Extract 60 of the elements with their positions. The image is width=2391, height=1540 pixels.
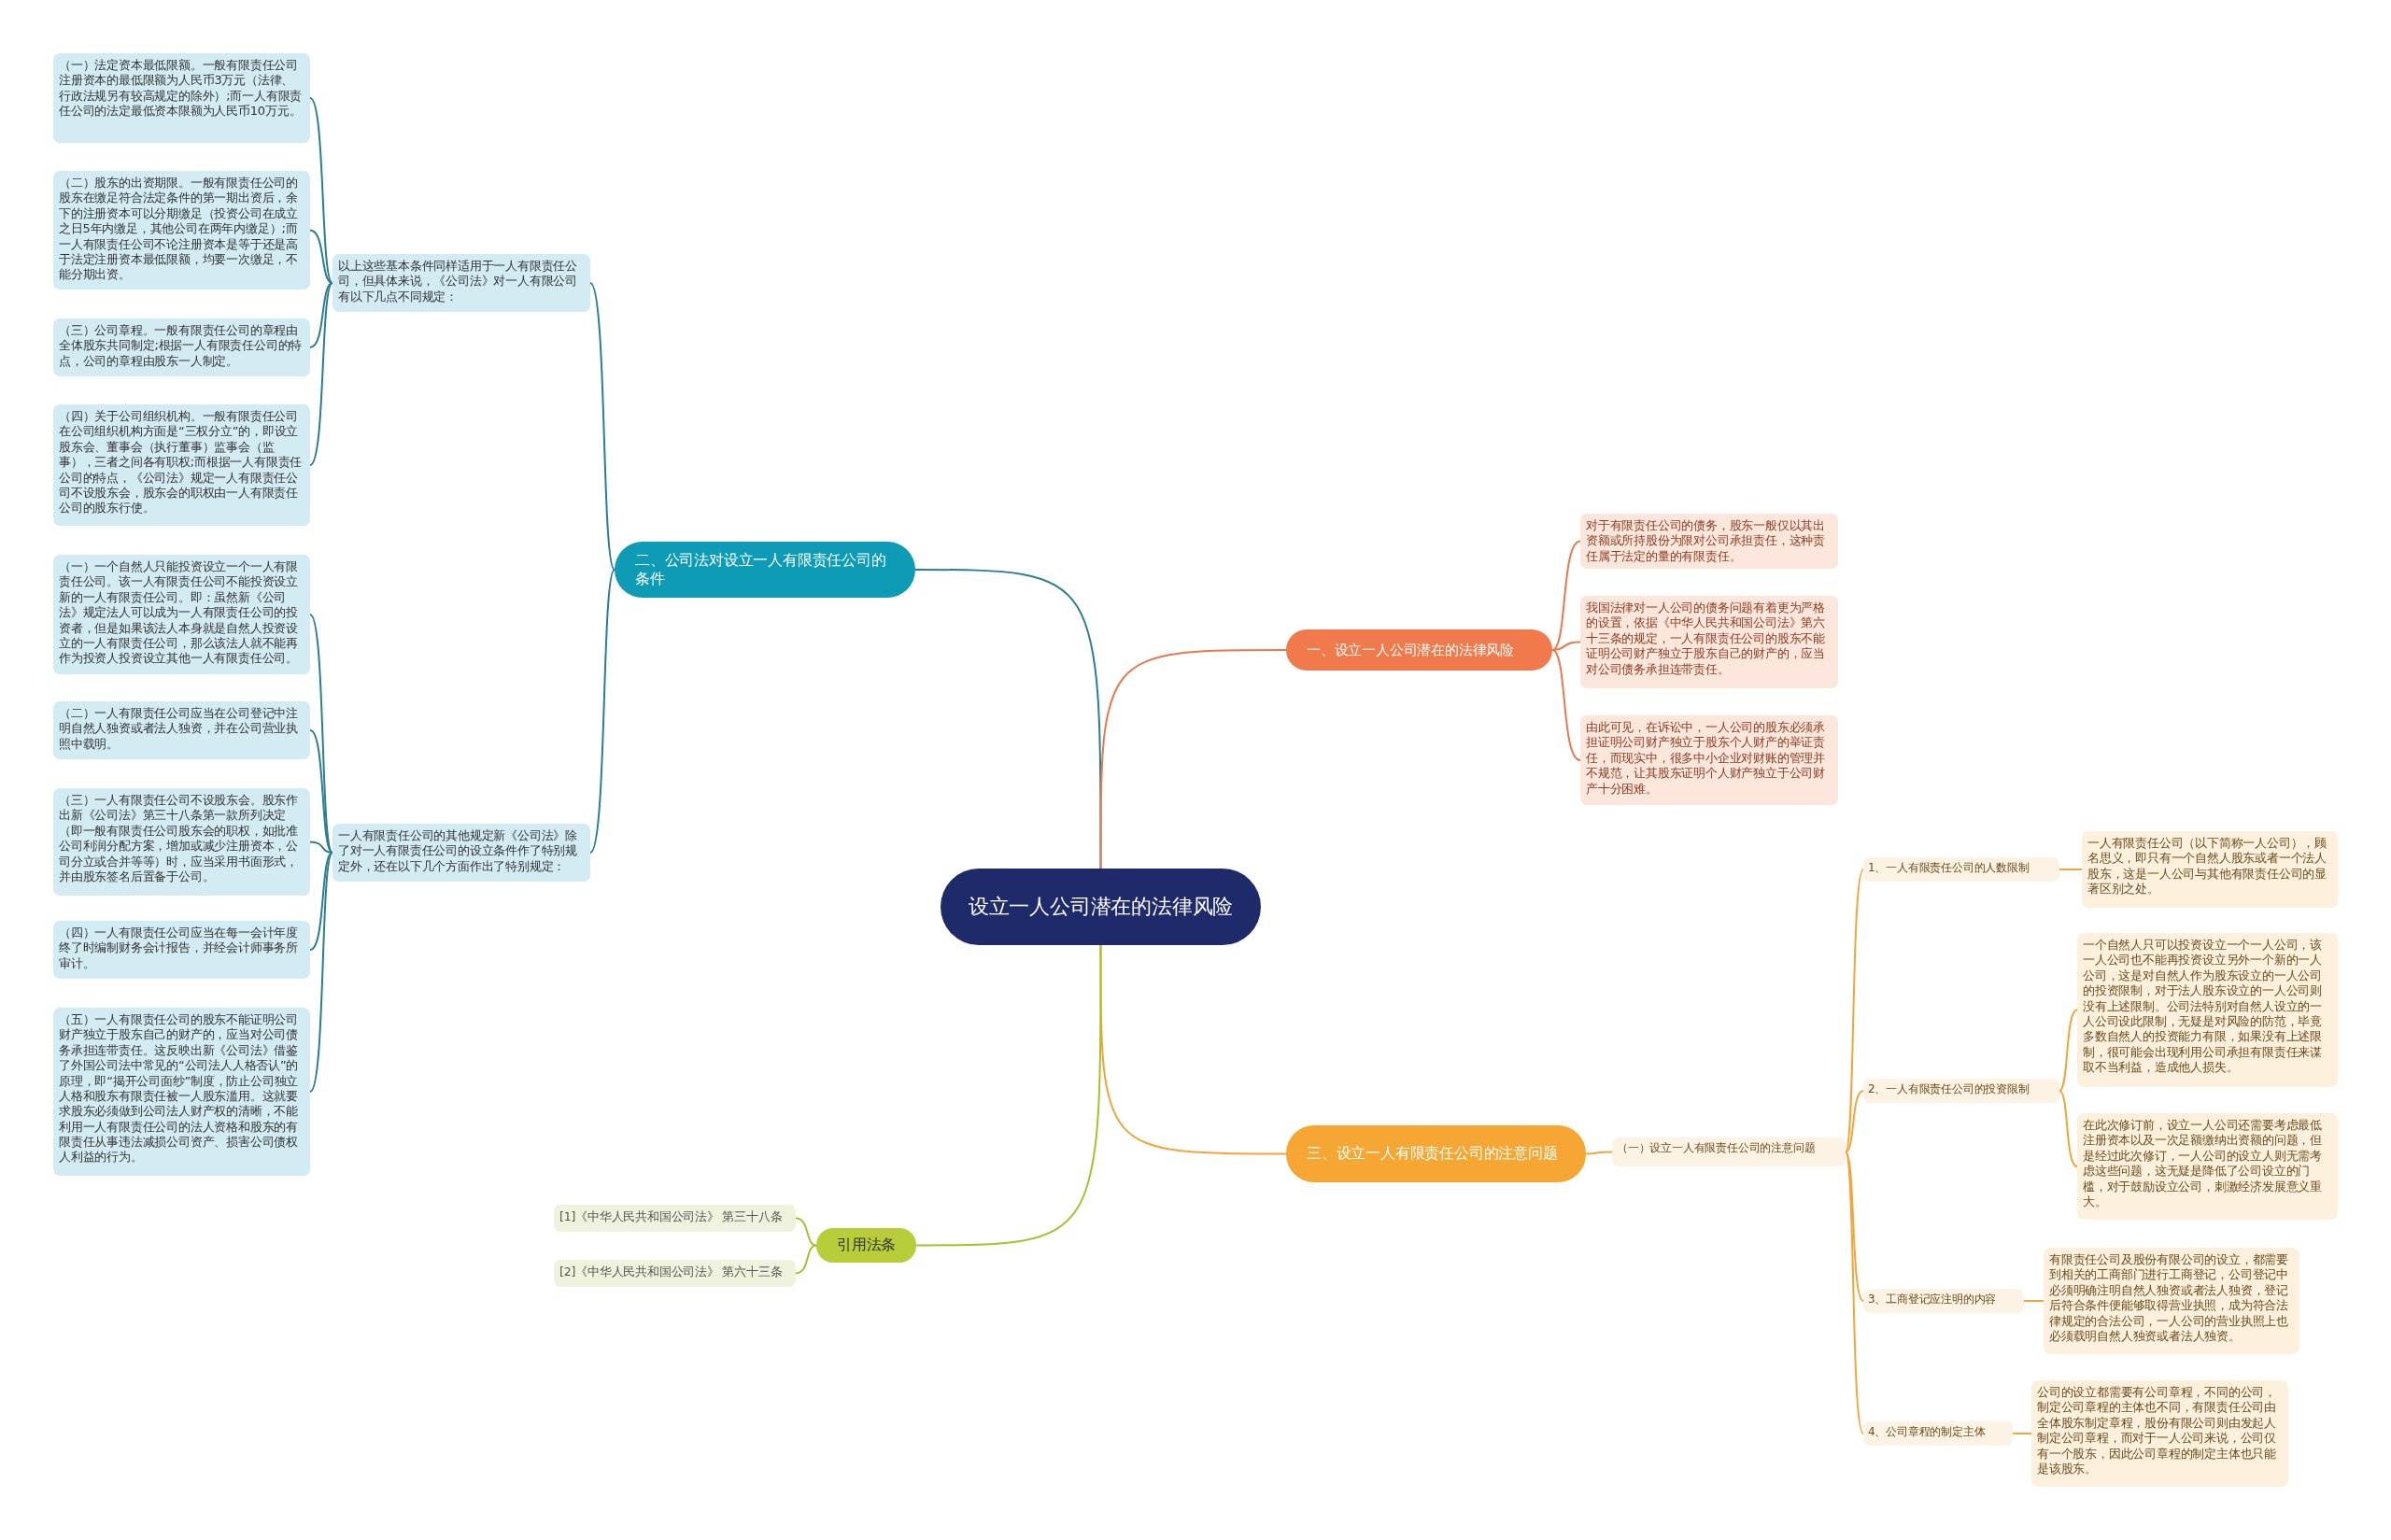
connector-line: [1585, 1151, 1613, 1155]
text-box: （四）一人有限责任公司应当在每一会计年度终了时编制财务会计报告，并经会计师事务所审计。: [53, 921, 310, 979]
text-box: （一）一个自然人只能投资设立一个一人有限责任公司。该一人有限责任公司不能投资设立新的一人有限责任公司。即：虽然新《公司法》规定法人可以成为一人有限责任公司的投资者，但是如果该法人本身就是自然人投资设立的一人有限责任公司，那么该法人就不能再作为投资人投资设立其他一人有限责任公司。: [53, 555, 310, 674]
text-box: 一人有限责任公司（以下简称一人公司），顾名思义，即只有一个自然人股东或者一个法人股东，这是一人公司与其他有限责任公司的显著区别之处。: [2082, 831, 2338, 908]
connector-line: [914, 569, 1102, 869]
subtopic-label: 4、公司章程的制定主体: [1863, 1421, 2013, 1446]
subtopic-label: 1、一人有限责任公司的人数限制: [1863, 857, 2059, 882]
subtopic-box: 以上这些基本条件同样适用于一人有限责任公司，但具体来说，《公司法》对一人有限公司有以下几点不同规定：: [332, 254, 590, 312]
text-box: 在此次修订前，设立一人公司还需要考虑最低注册资本以及一次足额缴纳出资额的问题，但是经过此次修订，一人公司的设立人则无需考虑这些问题，这无疑是降低了公司设立的门槛，对于鼓励设立公司，刺激经济发展意义重大。: [2077, 1113, 2338, 1220]
central-topic: 设立一人公司潜在的法律风险: [941, 869, 1261, 945]
connector-line: [1845, 1090, 1864, 1153]
connector-line: [1845, 869, 1864, 1153]
connector-line: [309, 852, 333, 951]
text-box: 一个自然人只可以投资设立一个一人公司，该一人公司也不能再投资设立另外一个新的一人公司，这是对自然人作为股东设立的一人公司的投资限制，对于法人股东设立的一人公司则没有上述限制。公司法特别对自然人设立的一人公司设此限制，无疑是对风险的防范，毕竟多数自然人的投资能力有限，如果没有上述限制，很可能会出现利用公司承担有限责任来谋取不当利益，造成他人损失。: [2077, 933, 2338, 1087]
citation-box: [1]《中华人民共和国公司法》 第三十八条: [554, 1205, 796, 1232]
connector-line: [1099, 944, 1287, 1155]
text-box: （二）一人有限责任公司应当在公司登记中注明自然人独资或者法人独资，并在公司营业执照中载明。: [53, 701, 310, 759]
connector-line: [309, 841, 333, 854]
connector-line: [795, 1217, 817, 1247]
connector-line: [1845, 1151, 1864, 1302]
text-box: 我国法律对一人公司的债务问题有着更为严格的设置，依据《中华人民共和国公司法》第六十三条的规定，一人有限责任公司的股东不能证明公司财产独立于股东自己的财产的，应当对公司债务承担连带责任。: [1580, 596, 1838, 688]
text-box: （二）股东的出资期限。一般有限责任公司的股东在缴足符合法定条件的第一期出资后，余下的注册资本可以分期缴足（投资公司在成立之日5年内缴足，其他公司在两年内缴足）;而一人有限责任公司不论注册资本是等于还是高于法定注册资本最低限额，均要一次缴足，不能分期出资。: [53, 171, 310, 290]
connector-line: [309, 614, 333, 854]
text-box: （四）关于公司组织机构。一般有限责任公司在公司组织机构方面是“三权分立”的，即设立股东会、董事会（执行董事）监事会（监事），三者之间各有职权;而根据一人有限责任公司的特点，《公司法》规定一人有限责任公司不设股东会，股东会的职权由一人有限责任公司的股东行使。: [53, 404, 310, 526]
connector-line: [2012, 1433, 2032, 1434]
connector-line: [2059, 1009, 2078, 1092]
connector-line: [1551, 540, 1581, 651]
connector-line: [795, 1244, 817, 1275]
connector-line: [309, 852, 333, 1093]
connector-line: [915, 944, 1102, 1247]
connector-line: [2059, 1090, 2078, 1167]
connector-line: [309, 282, 333, 348]
connector-line: [1099, 649, 1287, 869]
citation-box: [2]《中华人民共和国公司法》 第六十三条: [554, 1260, 796, 1287]
connector-line: [1551, 641, 1581, 651]
branch-topic: 二、公司法对设立一人有限责任公司的条件: [615, 542, 915, 598]
connector-line: [309, 229, 333, 284]
subtopic-label: 2、一人有限责任公司的投资限制: [1863, 1079, 2059, 1103]
subtopic-box: 一人有限责任公司的其他规定新《公司法》除了对一人有限责任公司的设立条件作了特别规定外，还在以下几个方面作出了特别规定：: [332, 824, 590, 882]
text-box: 公司的设立都需要有公司章程，不同的公司，制定公司章程的主体也不同，有限责任公司由全体股东制定章程，股份有限公司则由发起人制定公司章程，而对于一人公司来说，公司仅有一个股东，因此公司章程的制定主体也只能是该股东。: [2031, 1380, 2288, 1487]
connector-line: [309, 97, 333, 284]
connector-line: [1551, 649, 1581, 761]
connector-line: [589, 282, 615, 571]
subtopic-label: 3、工商登记应注明的内容: [1863, 1289, 2024, 1313]
subtopic-label: （一）设立一人有限责任公司的注意问题: [1612, 1137, 1846, 1166]
connector-line: [309, 282, 333, 466]
connector-line: [2023, 1300, 2044, 1302]
connector-line: [309, 729, 333, 854]
text-box: （五）一人有限责任公司的股东不能证明公司财产独立于股东自己的财产的，应当对公司债务承担连带责任。这反映出新《公司法》借鉴了外国公司法中常见的“公司法人人格否认”的原理，即“揭开公司面纱”制度，防止公司独立人格和股东有限责任被一人股东滥用。这就要求股东必须做到公司法人财产权的清晰，不能利用一人有限责任公司的法人资格和股东的有限责任从事违法减损公司资产、损害公司债权人利益的行为。: [53, 1008, 310, 1176]
text-box: 对于有限责任公司的债务，股东一般仅以其出资额或所持股份为限对公司承担责任，这种责任属于法定的量的有限责任。: [1580, 514, 1838, 570]
text-box: 有限责任公司及股份有限公司的设立，都需要到相关的工商部门进行工商登记，公司登记中必须明确注明自然人独资或者法人独资，登记后符合条件便能够取得营业执照，成为符合法律规定的合法公司，一人公司的营业执照上也必须载明自然人独资或者法人独资。: [2044, 1248, 2299, 1354]
branch-topic: 三、设立一人有限责任公司的注意问题: [1286, 1125, 1586, 1182]
text-box: （三）公司章程。一般有限责任公司的章程由全体股东共同制定;根据一人有限责任公司的特点，公司的章程由股东一人制定。: [53, 318, 310, 376]
branch-topic: 引用法条: [816, 1228, 917, 1263]
connector-line: [2059, 869, 2083, 870]
branch-topic: 一、设立一人公司潜在的法律风险: [1286, 629, 1552, 671]
text-box: （三）一人有限责任公司不设股东会。股东作出新《公司法》第三十八条第一款所列决定（即一般有限责任公司股东会的职权，如批准公司利润分配方案，增加或减少注册资本，公司分立或合并等等）时，应当采用书面形式，并由股东签名后置备于公司。: [53, 788, 310, 896]
text-box: 由此可见，在诉讼中，一人公司的股东必须承担证明公司财产独立于股东个人财产的举证责任，而现实中，很多中小企业对财账的管理并不规范，让其股东证明个人财产独立于公司财产十分困难。: [1580, 715, 1838, 805]
connector-line: [589, 569, 615, 854]
text-box: （一）法定资本最低限额。一般有限责任公司注册资本的最低限额为人民币3万元（法律、行政法规另有较高规定的除外）;而一人有限责任公司的法定最低资本限额为人民币10万元。: [53, 53, 310, 143]
